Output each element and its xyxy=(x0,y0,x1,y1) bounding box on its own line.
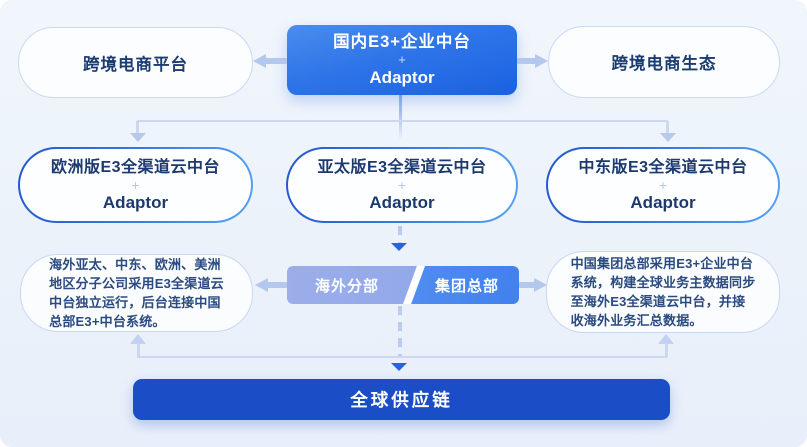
node-label: 欧洲版E3全渠道云中台 xyxy=(50,158,221,176)
plus-sign: + xyxy=(658,176,668,193)
connector-rise-left xyxy=(136,343,140,357)
connector-rise-right xyxy=(664,343,668,357)
node-label: 国内E3+企业中台 xyxy=(333,33,471,51)
node-cross-border-ecosystem: 跨境电商生态 xyxy=(548,26,780,98)
node-sublabel: Adaptor xyxy=(369,192,435,212)
arrow-right-shaft xyxy=(517,57,537,64)
arrow-up-right-icon xyxy=(658,334,674,344)
node-cross-border-platform: 跨境电商平台 xyxy=(18,27,253,98)
arrow-left-shaft xyxy=(266,282,287,288)
node-label: 亚太版E3全渠道云中台 xyxy=(317,158,487,176)
node-middle-east-e3: 中东版E3全渠道云中台 + Adaptor xyxy=(546,147,780,223)
triangle-down-icon xyxy=(391,243,407,251)
connector-drop-right xyxy=(666,121,669,134)
connector-horizontal-bottom xyxy=(137,356,667,358)
connector-dashed-upper xyxy=(398,226,402,243)
node-global-supply-chain: 全球供应链 xyxy=(133,379,670,420)
node-sublabel: Adaptor xyxy=(102,192,169,212)
arrow-left-icon xyxy=(255,278,268,292)
info-overseas-subsidiaries: 海外亚太、中东、欧洲、美洲 地区分子公司采用E3全渠道云 中台独立运行，后台连接… xyxy=(20,254,253,332)
plus-sign: + xyxy=(398,52,406,67)
triangle-down-icon xyxy=(391,363,407,371)
connector-drop-left xyxy=(135,121,139,134)
node-sublabel: Adaptor xyxy=(369,68,435,87)
node-sublabel: Adaptor xyxy=(630,192,696,212)
overseas-branch-label: 海外分部 xyxy=(314,277,379,295)
arrow-up-left-icon xyxy=(130,334,146,344)
node-label: 中东版E3全渠道云中台 xyxy=(578,158,748,176)
node-label: 跨境电商生态 xyxy=(611,55,717,73)
node-label: 全球供应链 xyxy=(350,390,453,410)
arrow-right-icon xyxy=(534,278,547,292)
node-label: 跨境电商平台 xyxy=(83,55,188,74)
arrow-down-left-icon xyxy=(129,133,146,142)
node-europe-e3: 欧洲版E3全渠道云中台 + Adaptor xyxy=(18,147,253,223)
arrow-down-right-icon xyxy=(660,133,676,142)
node-domestic-e3-hub: 国内E3+企业中台 + Adaptor xyxy=(287,25,517,95)
split-button-group: 海外分部 集团总部 xyxy=(287,266,519,304)
arrow-right-icon xyxy=(535,53,548,68)
info-text: 中国集团总部采用E3+企业中台 系统，构建全球业务主数据同步 至海外E3全渠道云… xyxy=(570,256,756,328)
arrow-left-shaft xyxy=(264,57,287,64)
info-text: 海外亚太、中东、欧洲、美洲 地区分子公司采用E3全渠道云 中台独立运行，后台连接… xyxy=(49,257,224,329)
group-hq-shape xyxy=(411,266,519,304)
node-apac-e3: 亚太版E3全渠道云中台 + Adaptor xyxy=(286,147,518,223)
info-china-headquarters: 中国集团总部采用E3+企业中台 系统，构建全球业务主数据同步 至海外E3全渠道云… xyxy=(546,251,780,333)
plus-sign: + xyxy=(397,176,407,193)
connector-horizontal-top xyxy=(137,120,668,122)
overseas-branch-shape xyxy=(287,266,417,304)
plus-sign: + xyxy=(131,176,140,193)
connector-dashed-lower xyxy=(398,306,402,358)
connector-vertical-center xyxy=(398,95,402,140)
group-hq-label: 集团总部 xyxy=(434,277,499,295)
arrow-right-shaft xyxy=(519,282,536,288)
arrow-left-icon xyxy=(253,53,266,68)
